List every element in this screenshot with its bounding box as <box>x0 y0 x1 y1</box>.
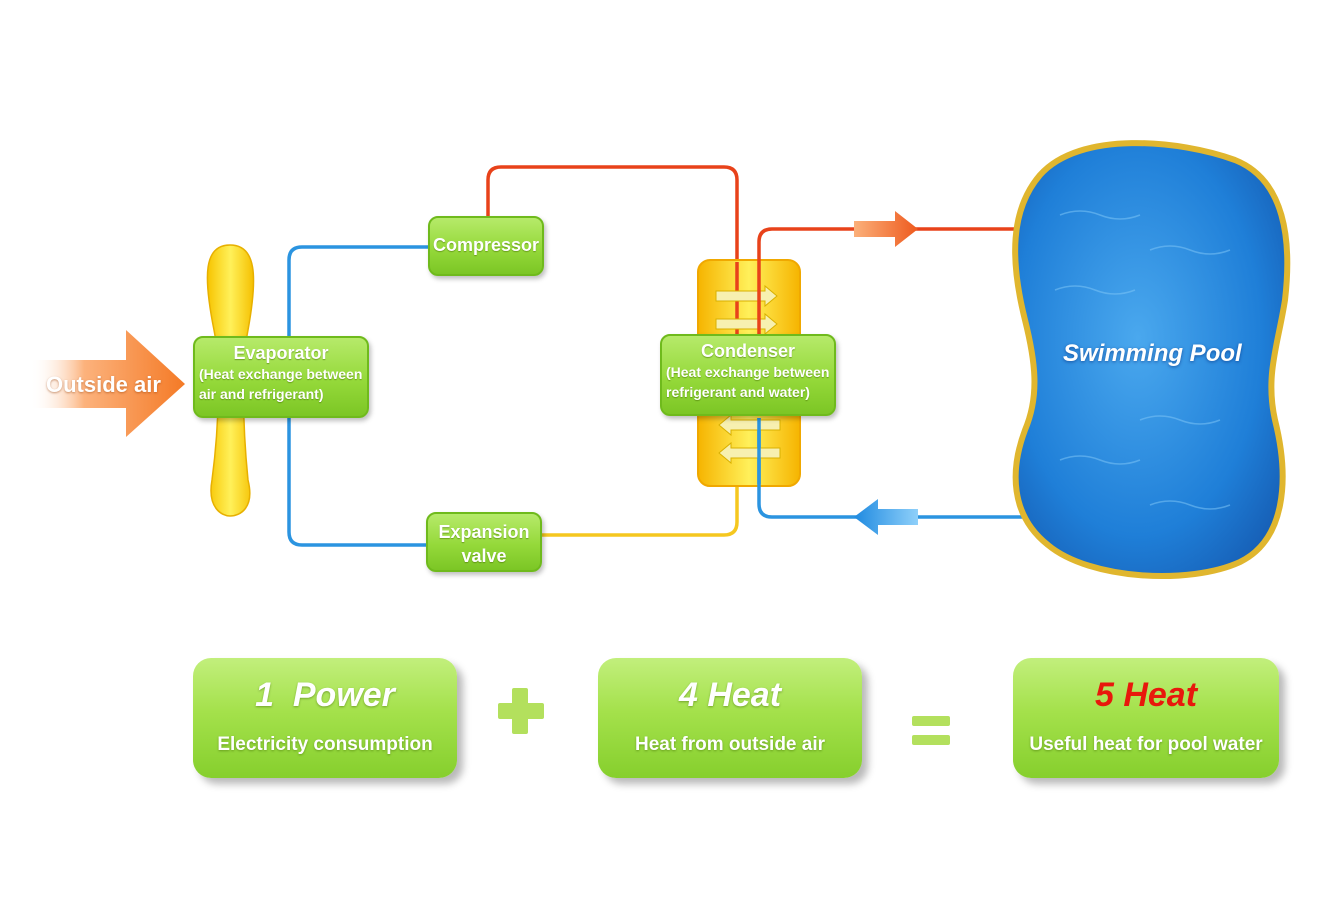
condenser-arrows <box>715 284 781 465</box>
expansion-valve-box: Expansion valve <box>426 512 542 572</box>
swimming-pool <box>1012 140 1291 580</box>
warm-refrigerant-line <box>540 420 739 537</box>
heat-out-box: 5 Heat Useful heat for pool water <box>1013 658 1279 778</box>
condenser-title: Condenser <box>700 341 796 361</box>
condenser-arrow-left <box>718 413 781 437</box>
condenser-arrow-right <box>715 312 778 336</box>
heat-in-box: 4 Heat Heat from outside air <box>598 658 862 778</box>
hot-water-flow-arrow <box>854 211 918 247</box>
outside-air-label: Outside air <box>46 372 161 397</box>
evaporator-desc-line2: air and refrigerant) <box>199 386 324 402</box>
power-label: Electricity consumption <box>217 734 433 755</box>
expansion-valve-title-line2: valve <box>461 546 507 566</box>
heat-in-label: Heat from outside air <box>634 734 826 755</box>
heat-out-value: 5 Heat <box>1094 676 1198 714</box>
heat-in-value: 4 Heat <box>678 676 782 714</box>
condenser-desc-line2: refrigerant and water) <box>666 384 810 400</box>
pool-water-ripples <box>1054 210 1231 510</box>
swimming-pool-label: Swimming Pool <box>1063 340 1242 367</box>
expansion-valve-title-line1: Expansion <box>438 522 530 542</box>
hot-refrigerant-line <box>486 165 739 332</box>
evaporator-title: Evaporator <box>233 343 329 363</box>
evaporator-desc-line1: (Heat exchange between <box>199 366 363 382</box>
heat-out-label: Useful heat for pool water <box>1029 734 1263 755</box>
power-box: 1 Power Electricity consumption <box>193 658 457 778</box>
condenser-desc-line1: (Heat exchange between <box>666 364 830 380</box>
condenser-arrow-left <box>718 441 781 465</box>
compressor-box: Compressor <box>428 216 544 276</box>
power-value: 1 Power <box>255 676 395 714</box>
cold-water-flow-arrow <box>854 499 918 535</box>
hot-water-line <box>757 227 1030 336</box>
evaporator-box: Evaporator (Heat exchange between air an… <box>193 336 369 418</box>
cold-water-line <box>757 418 1030 519</box>
compressor-title: Compressor <box>432 235 540 255</box>
outside-air-arrow <box>30 330 185 437</box>
equals-sign <box>912 716 950 745</box>
condenser-arrow-right <box>715 284 778 308</box>
condenser-box: Condenser (Heat exchange between refrige… <box>660 334 836 416</box>
plus-sign <box>498 688 544 734</box>
